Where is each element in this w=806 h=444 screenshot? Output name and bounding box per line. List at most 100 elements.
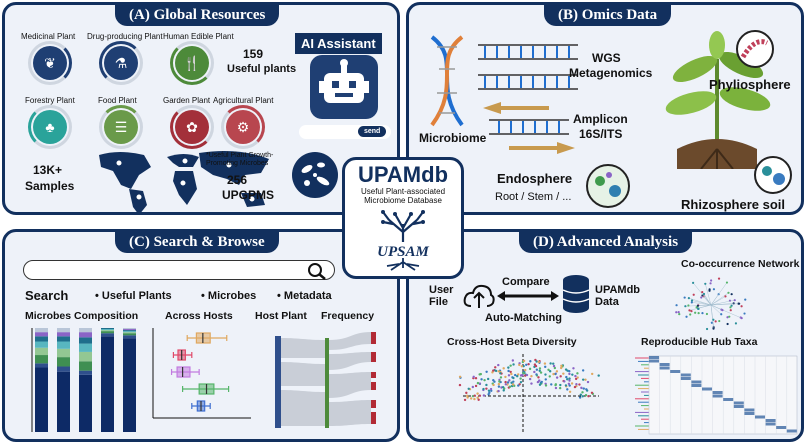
scatter-point xyxy=(474,384,478,388)
scatter-point xyxy=(473,397,476,401)
plant-icon xyxy=(665,31,771,169)
scatter-point xyxy=(492,379,495,382)
scatter-point xyxy=(563,380,566,383)
its-label: 16S/ITS xyxy=(579,127,623,141)
composition-bar-segment xyxy=(101,333,114,337)
upgpm-count: 256 xyxy=(227,173,248,187)
option-microbes[interactable]: • Microbes xyxy=(201,290,257,302)
network-node xyxy=(677,311,680,314)
rhizosphere-label: Rhizosphere soil xyxy=(681,197,786,212)
scatter-point xyxy=(519,377,522,380)
plant-ring xyxy=(28,41,72,85)
network-node xyxy=(712,288,716,291)
useful-label: Useful plants xyxy=(227,63,297,75)
boxplot-group xyxy=(170,366,200,378)
option-useful-plants[interactable]: • Useful Plants xyxy=(95,290,172,302)
scatter-point xyxy=(550,383,553,386)
send-button[interactable]: send xyxy=(358,126,387,137)
scatter-point xyxy=(522,364,525,368)
plant-ring xyxy=(170,105,214,149)
network-node xyxy=(727,291,730,294)
scatter-point xyxy=(467,387,470,390)
scatter-point xyxy=(504,383,508,386)
heatmap-cell xyxy=(733,405,744,408)
robot-icon xyxy=(310,55,378,119)
network-node xyxy=(730,304,733,307)
option-metadata[interactable]: • Metadata xyxy=(277,290,332,302)
scatter-point xyxy=(571,373,574,376)
network-node xyxy=(695,306,698,309)
scatter-point xyxy=(578,396,582,399)
search-input[interactable] xyxy=(23,260,335,280)
upload-icon[interactable] xyxy=(463,282,495,310)
scatter-point xyxy=(529,360,532,363)
scatter-point xyxy=(482,387,485,391)
scatter-point xyxy=(497,382,501,386)
scatter-point xyxy=(530,374,533,378)
network-node xyxy=(685,315,688,318)
scatter-point xyxy=(533,370,536,374)
plant-label: Garden Plant xyxy=(163,96,211,105)
network-node xyxy=(690,310,693,313)
network-node xyxy=(675,311,678,314)
network-node xyxy=(724,295,727,298)
wgs-sequence-icon xyxy=(478,44,578,90)
option-label: Useful Plants xyxy=(101,290,172,302)
tree-logo-icon: UPSAM xyxy=(377,209,429,271)
network-node xyxy=(687,304,690,307)
scatter-point xyxy=(568,370,571,373)
composition-bar-segment xyxy=(79,337,92,344)
plant-ring xyxy=(28,105,72,149)
host-frequency-sankey xyxy=(275,332,376,428)
amplicon-label: Amplicon xyxy=(573,112,628,126)
network-node xyxy=(701,312,704,315)
scatter-point xyxy=(537,360,540,364)
agricultural-plant-icon: ⚙ xyxy=(226,110,260,144)
scatter-point xyxy=(574,377,578,381)
network-node xyxy=(720,313,723,316)
scatter-point xyxy=(559,383,562,387)
heatmap-cell xyxy=(659,366,670,370)
scatter-point xyxy=(480,378,483,381)
scatter-point xyxy=(494,366,497,369)
composition-label: Microbes Composition xyxy=(25,310,139,322)
scatter-point xyxy=(582,387,585,390)
scatter-point xyxy=(552,362,555,365)
scatter-point xyxy=(522,371,525,375)
plant-label: Medicinal Plant xyxy=(21,32,76,41)
hub-taxa-heatmap xyxy=(635,355,798,435)
auto-matching-label: Auto-Matching xyxy=(485,312,562,324)
scatter-point xyxy=(568,390,572,393)
user-file-label: User File xyxy=(429,284,454,309)
network-node xyxy=(708,288,711,291)
panel-search-browse: (C) Search & Browse Search • Useful Plan… xyxy=(2,229,400,442)
scatter-point xyxy=(476,392,479,395)
scatter-point xyxy=(492,383,495,387)
network-node xyxy=(717,277,721,280)
network-node xyxy=(694,311,697,314)
scatter-point xyxy=(538,383,542,386)
scatter-point xyxy=(491,371,494,374)
plant-label: Agricultural Plant xyxy=(213,96,274,105)
scatter-point xyxy=(485,387,488,390)
forestry-plant-icon: ♣ xyxy=(33,110,67,144)
scatter-point xyxy=(535,368,539,371)
composition-bar-segment xyxy=(35,336,48,342)
network-node xyxy=(684,305,687,308)
scatter-point xyxy=(527,362,530,366)
heatmap-cell xyxy=(733,401,744,405)
scatter-point xyxy=(504,380,507,384)
scatter-point xyxy=(584,393,588,397)
composition-bar-segment xyxy=(123,330,136,332)
composition-bar-segment xyxy=(35,328,48,333)
amplicon-icon xyxy=(483,102,575,154)
heatmap-cell xyxy=(680,377,691,380)
heatmap-cell xyxy=(712,394,723,398)
scatter-point xyxy=(528,377,532,381)
network-node xyxy=(734,322,738,325)
scatter-point xyxy=(558,386,562,390)
heatmap-cell xyxy=(691,384,702,387)
scatter-point xyxy=(572,367,575,370)
search-icon[interactable] xyxy=(305,261,329,281)
scatter-point xyxy=(553,366,557,370)
